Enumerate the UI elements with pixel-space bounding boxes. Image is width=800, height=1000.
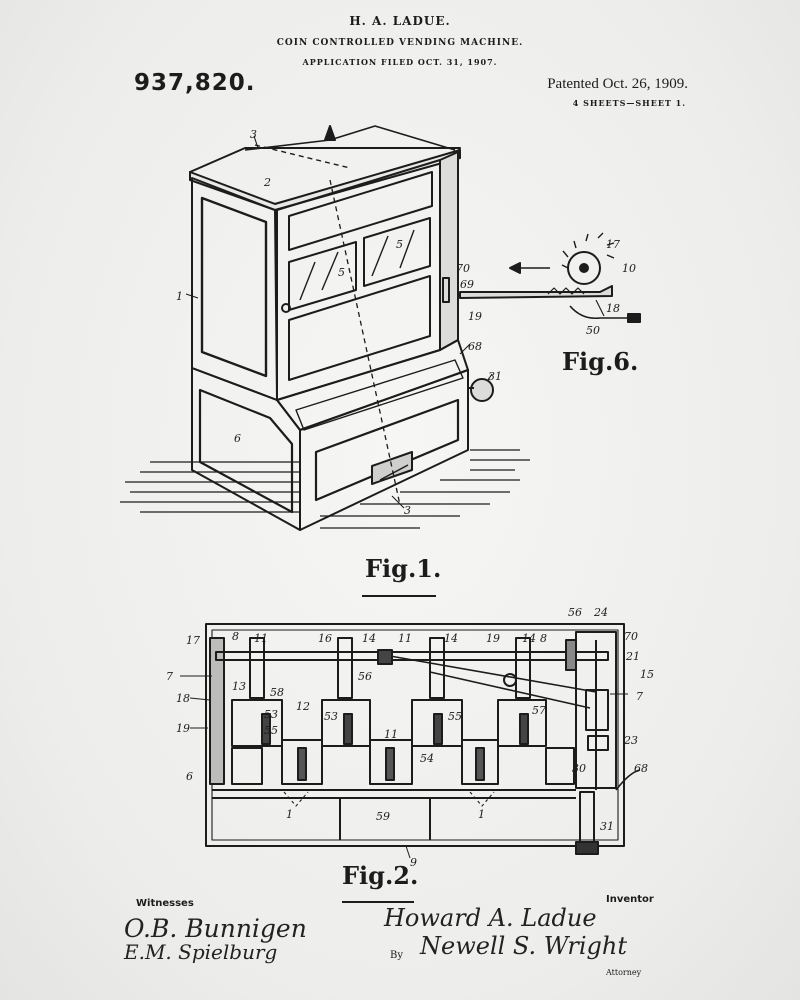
fig2-label: 18 (176, 692, 190, 705)
fig1-reference-labels: 3 2 1 5 5 68 31 6 3 (176, 128, 502, 517)
fig1-label: 6 (234, 432, 241, 445)
fig6-reference-labels: 17 10 70 69 18 19 50 (456, 238, 636, 337)
fig1-cabinet-drawing (120, 125, 530, 531)
fig2-label: 23 (623, 734, 638, 747)
fig2-label: 14 (444, 632, 458, 645)
fig2-label: 7 (636, 690, 643, 703)
fig6-label: 10 (622, 262, 636, 275)
fig2-label: 21 (625, 650, 640, 663)
fig2-label: 54 (420, 752, 434, 765)
fig2-compartments (231, 637, 575, 785)
fig2-label: 11 (254, 632, 268, 645)
fig6-label: 69 (460, 278, 474, 291)
fig2-label: 12 (296, 700, 310, 713)
fig6-ratchet-drawing (459, 232, 641, 323)
fig2-label: 68 (634, 762, 648, 775)
fig2-label: 53 (264, 708, 278, 721)
patent-number: 937,820. (134, 70, 256, 96)
fig2-label: 16 (318, 632, 332, 645)
patented-date: Patented Oct. 26, 1909. (547, 76, 688, 92)
fig2-label: 14 (522, 632, 536, 645)
fig1-label: 3 (250, 128, 257, 141)
fig1-label: 31 (488, 370, 502, 383)
fig2-label: 30 (572, 762, 586, 775)
fig2-caption: Fig.2. (342, 861, 418, 890)
fig2-label: 55 (264, 724, 278, 737)
fig2-label: 1 (286, 808, 293, 821)
fig6-label: 18 (606, 302, 620, 315)
attorney-label: Attorney (606, 968, 642, 977)
witnesses-label: Witnesses (136, 898, 194, 909)
fig6-caption: Fig.6. (562, 347, 638, 376)
fig1-label: 1 (176, 290, 183, 303)
fig6-label: 70 (456, 262, 470, 275)
fig2-label: 8 (540, 632, 547, 645)
fig2-label: 55 (448, 710, 462, 723)
fig2-label: 59 (376, 810, 390, 823)
sheet-count: 4 SHEETS—SHEET 1. (572, 98, 686, 108)
fig1-label: 5 (396, 238, 403, 251)
fig6-label: 50 (586, 324, 600, 337)
fig2-label: 53 (324, 710, 338, 723)
fig1-label: 5 (338, 266, 345, 279)
fig2-label: 13 (232, 680, 246, 693)
fig2-label: 11 (398, 632, 412, 645)
fig2-label: 1 (478, 808, 485, 821)
fig2-label: 19 (486, 632, 500, 645)
fig2-section-drawing (180, 623, 641, 859)
fig1-caption: Fig.1. (365, 554, 441, 583)
fig2-label: 19 (176, 722, 190, 735)
fig6-label: 17 (606, 238, 620, 251)
fig2-label: 15 (640, 668, 654, 681)
inventor-label: Inventor (606, 894, 654, 905)
fig2-label: 14 (362, 632, 376, 645)
fig2-label: 6 (186, 770, 193, 783)
fig2-label: 57 (532, 704, 546, 717)
fig1-label: 3 (404, 504, 411, 517)
witness-signature: O.B. Bunnigen (124, 914, 307, 943)
fig2-label: 56 (358, 670, 372, 683)
fig2-label: 8 (232, 630, 239, 643)
patent-title: COIN CONTROLLED VENDING MACHINE. (276, 38, 524, 48)
fig2-label: 7 (166, 670, 173, 683)
fig2-label: 31 (600, 820, 614, 833)
fig2-label: 70 (624, 630, 638, 643)
fig1-label: 68 (468, 340, 482, 353)
fig2-label: 56 (568, 606, 582, 619)
inventor-heading: H. A. LADUE. (349, 14, 451, 28)
application-date: APPLICATION FILED OCT. 31, 1907. (302, 57, 498, 67)
inventor-signature: Howard A. Ladue (384, 904, 597, 932)
fig2-reference-labels: 17 8 11 16 14 11 14 19 14 8 56 24 70 21 … (166, 606, 654, 869)
fig2-label: 11 (384, 728, 398, 741)
fig2-label: 9 (410, 856, 417, 869)
fig2-label: 17 (186, 634, 200, 647)
fig1-floor-hatching (120, 449, 530, 529)
by-label: By (390, 950, 403, 961)
fig6-label: 19 (468, 310, 482, 323)
witness-signature: E.M. Spielburg (124, 940, 278, 964)
fig2-label: 24 (593, 606, 608, 619)
fig2-label: 58 (270, 686, 284, 699)
attorney-signature: Newell S. Wright (420, 932, 627, 960)
fig1-label: 2 (263, 176, 271, 189)
